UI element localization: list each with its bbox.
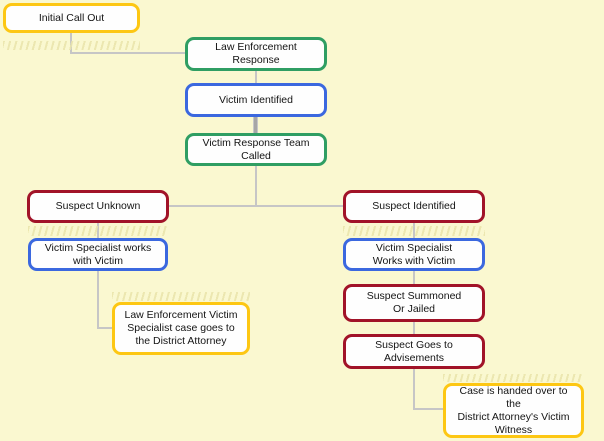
connector-specialist-to-summoned <box>413 271 415 284</box>
node-law-enforcement-response: Law Enforcement Response <box>185 37 327 71</box>
node-victim-specialist-right: Victim Specialist Works with Victim <box>343 238 485 271</box>
hatch-band <box>443 374 584 382</box>
hatch-band <box>28 226 168 236</box>
node-suspect-unknown: Suspect Unknown <box>27 190 169 223</box>
hatch-band <box>3 41 140 50</box>
connector-ler-to-victim-identified <box>255 71 257 83</box>
connector-advisements-to-case-vertical <box>413 369 415 410</box>
node-victim-identified: Victim Identified <box>185 83 327 117</box>
connector-specialist-to-da-horizontal <box>97 327 113 329</box>
connector-team-to-branch <box>255 166 257 206</box>
connector-specialist-to-da-vertical <box>97 271 99 329</box>
connector-summoned-to-advisements <box>413 322 415 334</box>
connector-initial-to-ler-horizontal <box>70 52 185 54</box>
node-victim-response-team: Victim Response Team Called <box>185 133 327 166</box>
node-initial-call-out: Initial Call Out <box>3 3 140 33</box>
hatch-band <box>343 226 485 236</box>
node-case-handed-over: Case is handed over to the District Atto… <box>443 383 584 438</box>
node-suspect-identified: Suspect Identified <box>343 190 485 223</box>
connector-advisements-to-case-horizontal <box>413 408 443 410</box>
connector-branch-horizontal <box>169 205 343 207</box>
node-victim-specialist-left: Victim Specialist works with Victim <box>28 238 168 271</box>
node-le-case-to-da: Law Enforcement Victim Specialist case g… <box>112 302 250 355</box>
hatch-band <box>112 292 250 301</box>
node-suspect-summoned: Suspect Summoned Or Jailed <box>343 284 485 322</box>
node-suspect-advisements: Suspect Goes to Advisements <box>343 334 485 369</box>
connector-victim-identified-to-team <box>253 117 258 133</box>
